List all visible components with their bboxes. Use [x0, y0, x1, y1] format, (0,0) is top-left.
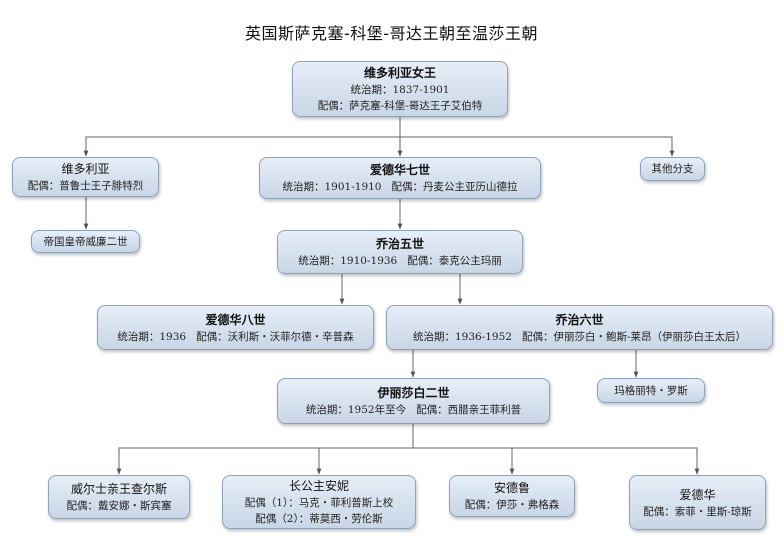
chart-title: 英国斯萨克塞-科堡-哥达王朝至温莎王朝: [244, 24, 539, 43]
connector-elizabeth2-children: [118, 424, 414, 474]
connector-to-andrew: [413, 447, 515, 475]
node-charles: 威尔士亲王查尔斯 配偶：戴安娜・斯宾塞: [48, 475, 190, 519]
node-elizabeth2: 伊丽莎白二世 统治期：1952年至今配偶：西腊亲王菲利普: [277, 378, 550, 424]
connector-victoria-vicky: [83, 117, 401, 157]
node-edward: 爱德华 配偶：索菲・里斯-琼斯: [629, 475, 766, 530]
connector-to-edward: [512, 447, 700, 475]
node-victoria: 维多利亚女王 统治期：1837-1901 配偶：萨克塞-科堡-哥达王子艾伯特: [292, 61, 508, 117]
node-anne: 长公主安妮 配偶（1）：马克・菲利普斯上校 配偶（2）：蒂莫西・劳伦斯: [222, 475, 416, 529]
node-margaret: 玛格丽特・罗斯: [597, 378, 705, 403]
node-wilhelm2: 帝国皇帝威廉二世: [31, 230, 140, 253]
node-andrew: 安德鲁 配偶：伊莎・弗格森: [449, 475, 575, 517]
connector-victoria-other: [400, 136, 675, 157]
node-vicky: 维多利亚 配偶：普鲁士王子腓特烈: [12, 157, 159, 197]
node-other-branches: 其他分支: [640, 157, 705, 181]
